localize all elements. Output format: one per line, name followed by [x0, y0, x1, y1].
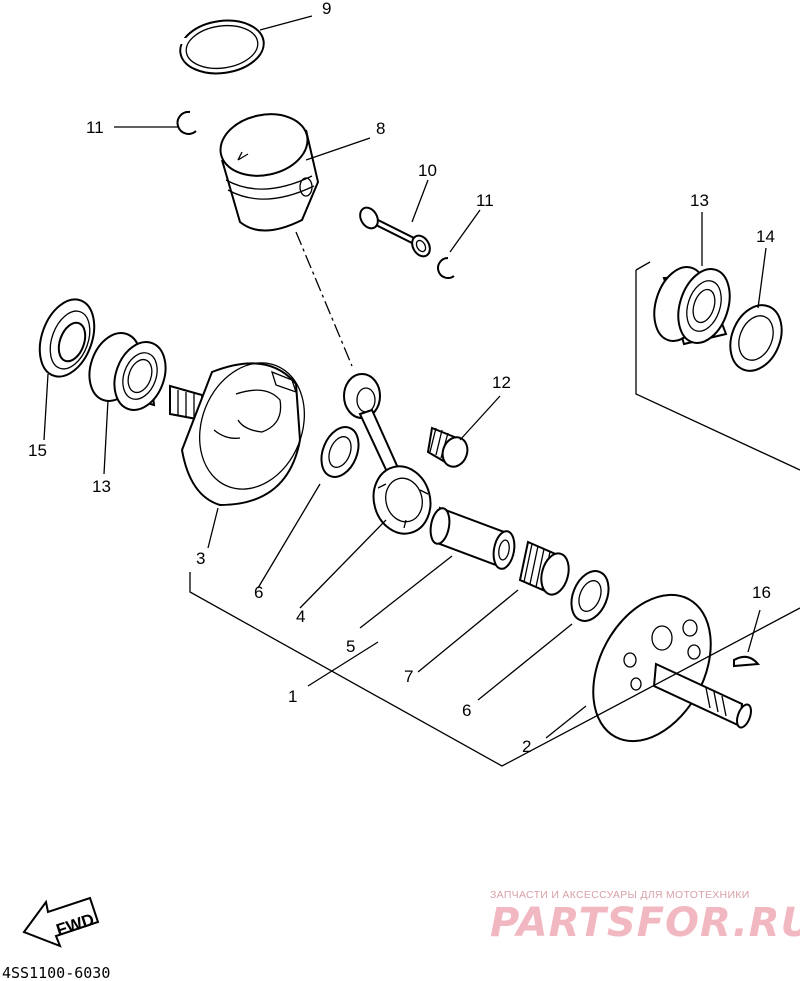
callout-14: 14: [756, 227, 775, 246]
piston-pin: [359, 206, 431, 258]
washer-upper: [320, 426, 360, 478]
callout-15: 15: [28, 441, 47, 460]
circlip-upper: [176, 110, 197, 135]
crank-half-right: [592, 593, 752, 743]
callout-3: 3: [196, 549, 205, 568]
callout-2: 2: [522, 737, 531, 756]
assembly-bracket: [189, 261, 800, 767]
callout-9: 9: [322, 0, 331, 18]
crank-half-left: [169, 362, 306, 507]
bearing-right: [653, 266, 731, 346]
woodruff-key: [733, 655, 761, 668]
piston-ring: [176, 19, 265, 75]
crank-pin: [429, 506, 516, 570]
callout-1: 1: [288, 687, 297, 706]
callout-7: 7: [404, 667, 413, 686]
leader-lines: [43, 15, 767, 739]
callout-10: 10: [418, 161, 437, 180]
big-end-bearing: [518, 540, 570, 596]
oil-seal: [38, 298, 96, 378]
fwd-arrow: FWD: [22, 896, 100, 948]
oil-seal-right: [729, 304, 783, 372]
small-end-bearing: [426, 426, 469, 468]
callouts: 9 11 8 10 11 13 14 12 15 13 3 6 4 5 1 7 …: [28, 0, 775, 756]
watermark-tagline: ЗАПЧАСТИ И АКСЕССУАРЫ ДЛЯ МОТОТЕХНИКИ: [490, 889, 750, 901]
connecting-rod: [343, 373, 432, 535]
washer-lower: [570, 570, 610, 622]
callout-11-upper: 11: [86, 118, 104, 137]
callout-16: 16: [752, 583, 771, 602]
callout-6-lower: 6: [462, 701, 471, 720]
callout-5: 5: [346, 637, 355, 656]
callout-11-lower: 11: [476, 191, 494, 210]
callout-4: 4: [296, 607, 305, 626]
callout-12: 12: [492, 373, 511, 392]
piston: [219, 113, 320, 232]
callout-6-upper: 6: [254, 583, 263, 602]
callout-8: 8: [376, 119, 385, 138]
bearing-left: [88, 332, 167, 411]
callout-13-left: 13: [92, 477, 111, 496]
watermark: ЗАПЧАСТИ И АКСЕССУАРЫ ДЛЯ МОТОТЕХНИКИ PA…: [490, 889, 800, 946]
callout-13-right: 13: [690, 191, 709, 210]
circlip-lower: [437, 257, 455, 279]
watermark-brand: PARTSFOR.RU: [490, 900, 800, 946]
diagram-code: 4SS1100-6030: [2, 964, 110, 981]
